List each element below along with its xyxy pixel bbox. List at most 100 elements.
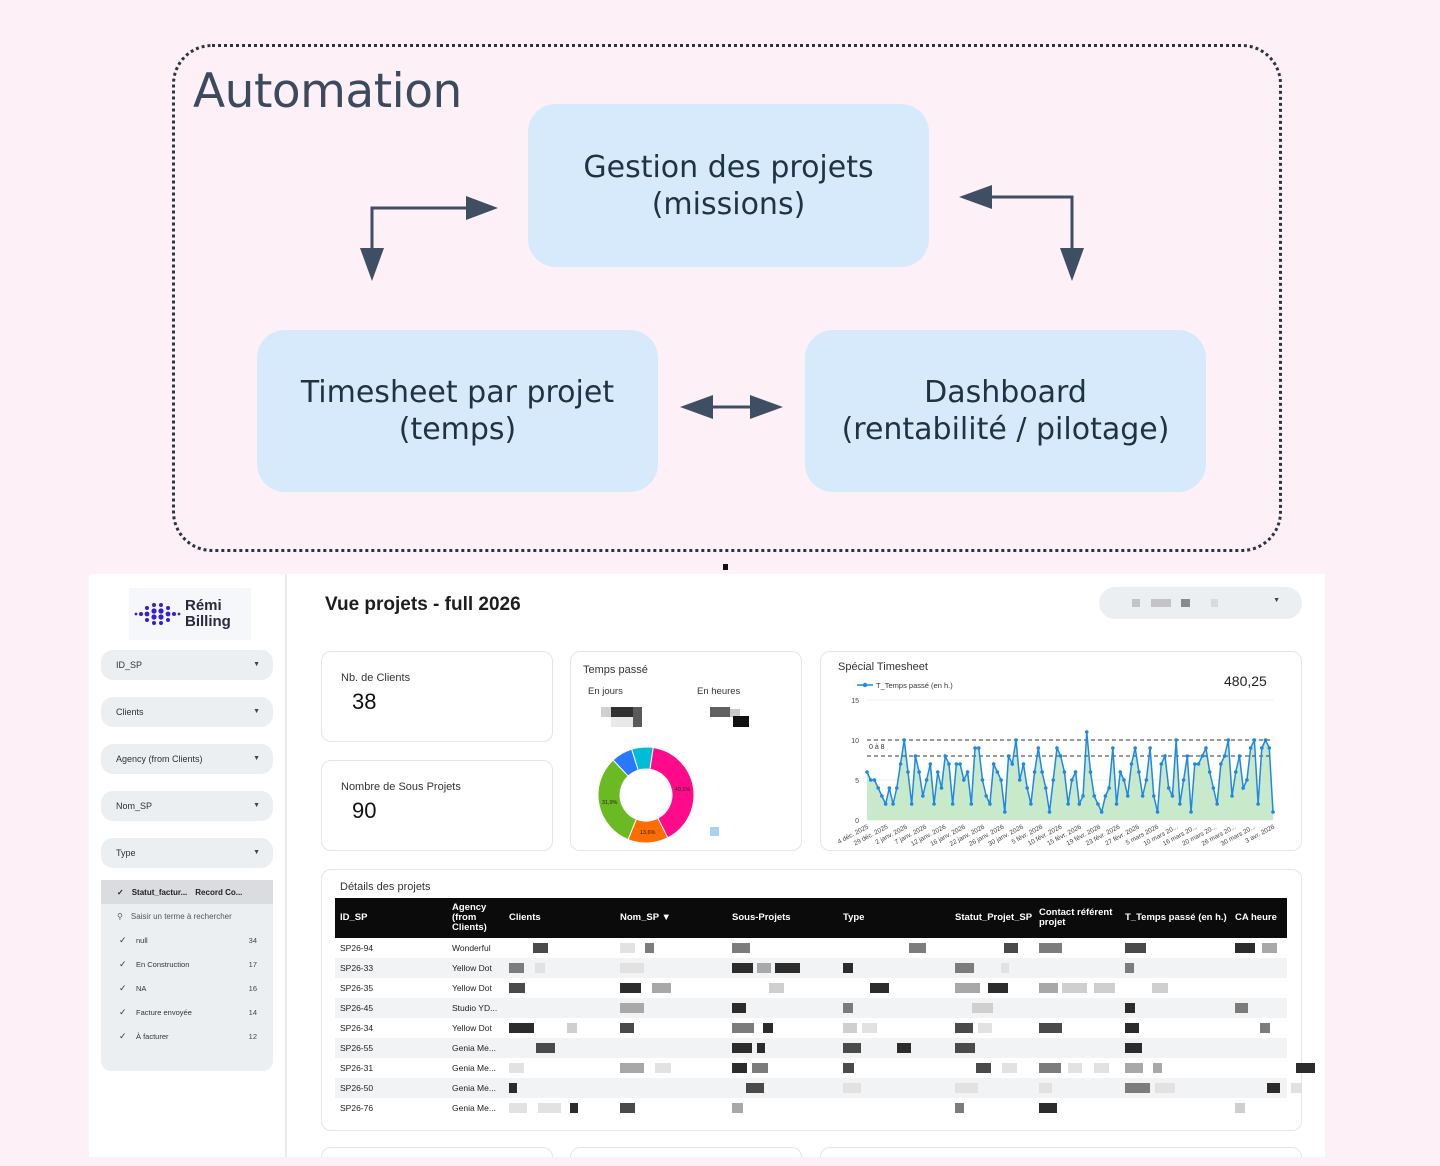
table-header-cell[interactable]: Clients xyxy=(509,912,541,923)
redacted-cell-value xyxy=(972,1003,993,1013)
redacted-cell-value xyxy=(843,1063,854,1073)
timesheet-box-line2: (temps) xyxy=(398,412,517,447)
data-point xyxy=(980,778,985,782)
dashboard-box-line2: (rentabilité / pilotage) xyxy=(841,412,1170,447)
y-tick-label: 5 xyxy=(855,778,859,785)
check-icon: ✓ xyxy=(117,887,124,897)
data-point xyxy=(1204,746,1208,750)
data-point xyxy=(917,770,921,774)
data-point xyxy=(958,762,962,766)
table-header-cell[interactable]: Agency (from Clients) xyxy=(452,902,487,933)
temps-donut-chart: 40,1%13,6%31,9% xyxy=(597,746,695,844)
data-point xyxy=(947,762,951,766)
data-point xyxy=(1111,746,1115,750)
table-header-cell[interactable]: Statut_Projet_SP xyxy=(955,912,1033,923)
data-point xyxy=(988,802,992,806)
table-header-cell[interactable]: Type xyxy=(843,912,865,923)
redacted-cell-value xyxy=(757,1043,765,1053)
area-fill xyxy=(867,732,1273,820)
filter-nom-sp[interactable]: Nom_SP▼ xyxy=(101,791,273,821)
band-label: 0 à 8 xyxy=(869,744,885,751)
redacted-cell-value xyxy=(955,1083,978,1093)
data-point xyxy=(1070,778,1074,782)
redacted-cell-value xyxy=(843,1023,857,1033)
status-option-label: Facture envoyée xyxy=(136,1007,192,1017)
donut-slice-label: 40,1% xyxy=(675,787,691,793)
data-point xyxy=(984,794,988,798)
filter-clients[interactable]: Clients▼ xyxy=(101,697,273,727)
caret-down-icon: ▼ xyxy=(253,755,260,762)
redacted-cell-value xyxy=(1125,1003,1135,1013)
redacted-cell-value xyxy=(752,1063,768,1073)
remi-billing-logo: Rémi Billing xyxy=(129,588,251,640)
kpi-clients-card: Nb. de Clients 38 xyxy=(321,651,553,742)
data-point xyxy=(1137,770,1141,774)
dashboard-box-line1: Dashboard xyxy=(924,375,1087,410)
data-point xyxy=(1237,754,1242,758)
data-point xyxy=(1148,746,1152,750)
table-header-cell[interactable]: ID_SP xyxy=(340,912,368,923)
data-point xyxy=(1029,802,1033,806)
redacted-cell-value xyxy=(870,983,889,993)
redacted-cell-value xyxy=(652,983,671,993)
cell-id-sp: SP26-35 xyxy=(340,983,374,993)
redacted-cell-value xyxy=(645,943,654,953)
data-point xyxy=(1114,802,1119,806)
caret-down-icon: ▼ xyxy=(253,802,260,809)
filter-id-sp[interactable]: ID_SP▼ xyxy=(101,650,273,680)
redacted-cell-value xyxy=(1235,1003,1248,1013)
redacted-cell-value xyxy=(1094,983,1115,993)
redacted-cell-value xyxy=(1039,1023,1062,1033)
redacted-cell-value xyxy=(1039,1063,1061,1073)
redacted-cell-value xyxy=(732,1043,752,1053)
data-point xyxy=(1163,754,1167,758)
status-search-input[interactable]: ⚲ Saisir un terme à rechercher xyxy=(101,904,273,928)
kpi-sous-projets-value: 90 xyxy=(352,798,377,823)
blurred-value xyxy=(733,716,749,727)
data-point xyxy=(1081,794,1085,798)
status-filter-header[interactable]: ✓ Statut_factur... Record Co... xyxy=(101,880,273,904)
redacted-cell-value xyxy=(955,1043,975,1053)
timesheet-chart-title: Spécial Timesheet xyxy=(838,661,928,673)
table-header-cell[interactable]: CA heure xyxy=(1235,912,1277,923)
table-header-cell[interactable]: Sous-Projets xyxy=(732,912,791,923)
top-right-selector[interactable]: ▼ xyxy=(1099,587,1302,619)
checkbox-checked-icon: ✓ xyxy=(119,1006,127,1017)
blurred-value xyxy=(710,707,730,717)
checkbox-checked-icon: ✓ xyxy=(119,958,127,969)
donut-slice xyxy=(649,746,695,839)
data-point xyxy=(1140,794,1145,798)
donut-slice-label: 31,9% xyxy=(602,800,618,806)
cell-id-sp: SP26-94 xyxy=(340,943,374,953)
data-point xyxy=(876,786,880,790)
data-point xyxy=(891,802,895,806)
filter-type[interactable]: Type▼ xyxy=(101,838,273,868)
table-header-cell[interactable]: Nom_SP ▼ xyxy=(620,912,671,923)
caret-down-icon: ▼ xyxy=(253,708,260,715)
table-header-cell[interactable]: T_Temps passé (en h.) xyxy=(1125,912,1227,923)
data-point xyxy=(995,770,1000,774)
redacted-cell-value xyxy=(1260,1023,1270,1033)
en-jours-label: En jours xyxy=(588,686,623,697)
blurred-value xyxy=(1181,599,1190,607)
filter-agency[interactable]: Agency (from Clients)▼ xyxy=(101,744,273,774)
table-header-cell[interactable]: Contact référent projet xyxy=(1039,907,1113,928)
redacted-cell-value xyxy=(769,983,784,993)
data-point xyxy=(1073,770,1078,774)
cell-id-sp: SP26-34 xyxy=(340,1023,374,1033)
logo-line2: Billing xyxy=(185,613,231,630)
